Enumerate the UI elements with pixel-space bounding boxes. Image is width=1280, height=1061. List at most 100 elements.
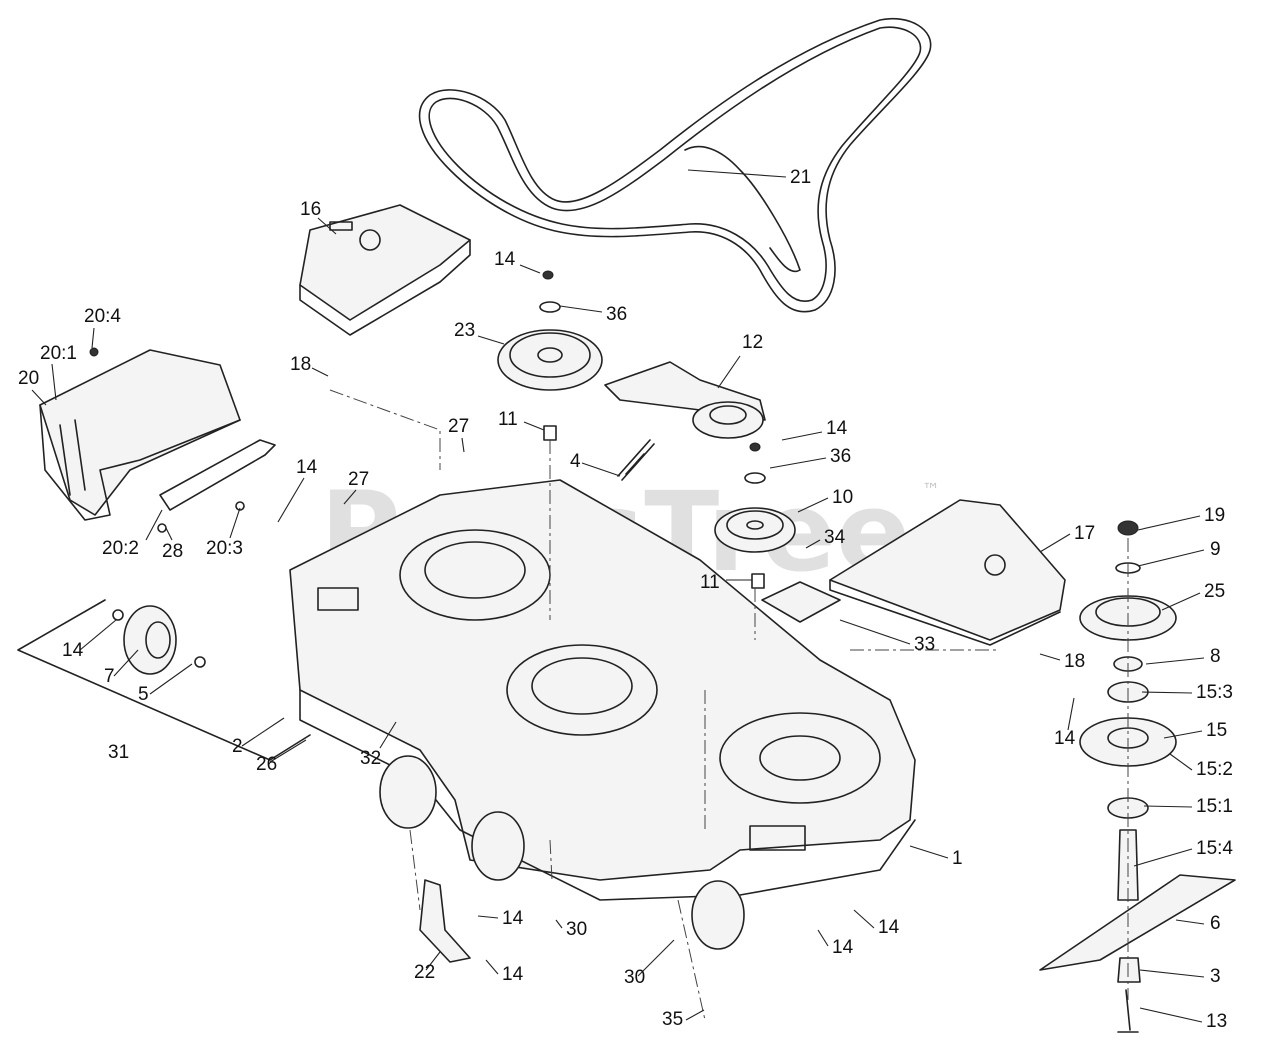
callout-leader <box>909 845 949 859</box>
idler-pulley-mid <box>714 442 796 589</box>
callout-label-14: 14 <box>878 917 900 938</box>
callout-label-18: 18 <box>1064 651 1085 672</box>
callout-label-20-4: 20:4 <box>84 306 121 327</box>
callout-label-8: 8 <box>1210 646 1221 667</box>
callout-label-27: 27 <box>448 416 469 437</box>
discharge-chute <box>39 347 241 521</box>
callout-leader <box>1039 533 1071 553</box>
callout-label-1: 1 <box>952 848 963 869</box>
callout-label-15: 15 <box>1206 720 1227 741</box>
callout-leader <box>685 1009 705 1021</box>
callout-label-35: 35 <box>662 1009 683 1030</box>
callout-leader <box>1139 969 1205 978</box>
callout-label-25: 25 <box>1204 581 1225 602</box>
skid-bracket <box>419 879 471 963</box>
callout-label-15-2: 15:2 <box>1196 759 1233 780</box>
callout-leader <box>149 663 193 695</box>
callout-leader <box>1137 549 1205 567</box>
callout-label-15-3: 15:3 <box>1196 682 1233 703</box>
callout-leader <box>1145 657 1205 665</box>
centerlines <box>329 389 1129 1021</box>
callout-leader <box>519 264 541 274</box>
callout-label-14: 14 <box>826 418 848 439</box>
callout-label-14: 14 <box>502 908 524 929</box>
callout-leader <box>1161 592 1201 611</box>
callout-leader <box>555 919 563 929</box>
callout-leader <box>637 939 675 977</box>
callout-label-3: 3 <box>1210 966 1221 987</box>
spindle-stack <box>1039 520 1236 1033</box>
foot-pad <box>761 581 841 623</box>
callout-label-14: 14 <box>832 937 854 958</box>
callout-leader <box>229 507 241 539</box>
callout-label-11: 11 <box>498 409 518 430</box>
callout-label-33: 33 <box>914 634 935 655</box>
callout-label-14: 14 <box>62 640 84 661</box>
callout-leader <box>51 363 57 401</box>
callout-label-7: 7 <box>104 666 115 687</box>
callout-leader <box>805 539 821 549</box>
callout-label-16: 16 <box>300 199 321 220</box>
callout-label-34: 34 <box>824 527 846 548</box>
callout-leaders <box>31 169 1205 1023</box>
callout-leader <box>839 619 911 645</box>
callout-leader <box>687 169 787 178</box>
callout-label-15-4: 15:4 <box>1196 838 1233 859</box>
callout-label-19: 19 <box>1204 505 1225 526</box>
callout-leader <box>1175 919 1205 925</box>
callout-leader <box>769 457 827 469</box>
callout-label-2: 2 <box>232 736 243 757</box>
callout-leader <box>1067 697 1075 731</box>
callout-leader <box>485 959 499 975</box>
callout-label-17: 17 <box>1074 523 1095 544</box>
deck-rollers <box>379 755 745 950</box>
callout-leader <box>241 717 285 747</box>
callout-leader <box>1133 848 1193 867</box>
chute-pivot-bracket <box>157 439 276 533</box>
callout-leader <box>461 437 465 453</box>
callout-label-20-3: 20:3 <box>206 538 243 559</box>
callout-leader <box>79 619 117 651</box>
callout-leader <box>1143 805 1193 808</box>
callout-label-23: 23 <box>454 320 475 341</box>
callout-leader <box>797 497 829 513</box>
callout-label-22: 22 <box>414 962 435 983</box>
callout-leader <box>145 509 163 541</box>
callout-leader <box>781 431 823 441</box>
callout-leader <box>317 217 337 235</box>
callout-label-32: 32 <box>360 748 381 769</box>
callout-label-20: 20 <box>18 368 39 389</box>
idler-arm-assembly <box>604 361 766 439</box>
callout-leader <box>379 721 397 749</box>
callout-label-27: 27 <box>348 469 369 490</box>
callout-leader <box>477 335 505 345</box>
drive-belt <box>418 17 932 313</box>
wheel-kit-outline <box>17 599 311 761</box>
callout-leader <box>717 355 741 389</box>
callout-leader <box>31 389 47 406</box>
callout-label-31: 31 <box>108 742 129 763</box>
callout-label-10: 10 <box>832 487 853 508</box>
callout-label-36: 36 <box>830 446 851 467</box>
callout-label-13: 13 <box>1206 1011 1227 1032</box>
callout-label-28: 28 <box>162 541 183 562</box>
callout-label-30: 30 <box>624 967 645 988</box>
callout-label-12: 12 <box>742 332 763 353</box>
callout-label-18: 18 <box>290 354 311 375</box>
callout-leader <box>523 421 545 431</box>
callout-label-20-1: 20:1 <box>40 343 77 364</box>
callout-label-14: 14 <box>296 457 318 478</box>
callout-label-6: 6 <box>1210 913 1221 934</box>
callout-leader <box>425 951 441 971</box>
callout-label-4: 4 <box>570 451 581 472</box>
callout-leader <box>343 489 357 505</box>
callout-leader <box>1169 753 1193 771</box>
callout-leader <box>311 367 329 377</box>
left-belt-cover <box>299 204 471 336</box>
callout-label-11: 11 <box>700 572 720 593</box>
callout-label-36: 36 <box>606 304 627 325</box>
right-belt-cover <box>829 499 1066 646</box>
callout-leader <box>853 909 875 929</box>
callout-label-15-1: 15:1 <box>1196 796 1233 817</box>
